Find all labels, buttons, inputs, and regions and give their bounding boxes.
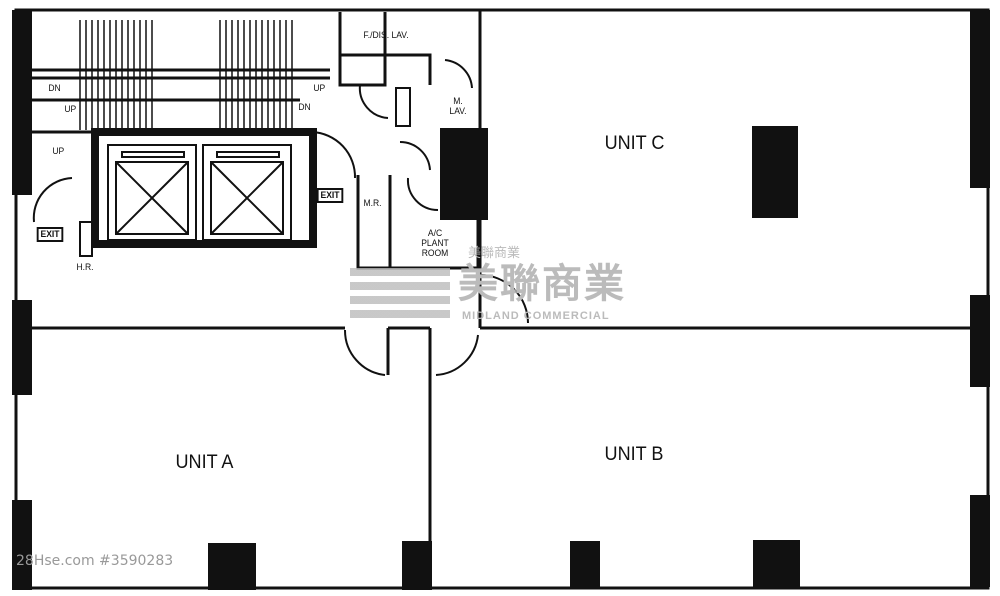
watermark-small: 美聯商業 — [468, 245, 521, 260]
door-swings — [32, 59, 529, 376]
m-lav-label: M. LAV. — [449, 96, 467, 116]
listing-reference: 28Hse.com #3590283 — [16, 553, 174, 569]
exit-sign: EXIT — [36, 227, 64, 242]
hr-label: H.R. — [76, 262, 94, 272]
stair-dn-label: DN — [48, 83, 61, 93]
watermark-logo — [350, 268, 450, 324]
stair-dn-label: DN — [298, 102, 311, 112]
stair-up-label: UP — [313, 83, 326, 93]
exit-sign: EXIT — [316, 188, 344, 203]
lifts — [79, 87, 411, 257]
fdis-lav-label: F./DIS. LAV. — [363, 30, 409, 40]
stair-up-label: UP — [52, 146, 65, 156]
stair-up-label: UP — [64, 104, 77, 114]
watermark-cn: 美聯商業 — [458, 262, 626, 306]
columns — [12, 10, 990, 590]
watermark-en: MIDLAND COMMERCIAL — [462, 310, 610, 322]
unit-c-label: UNIT C — [604, 133, 665, 154]
unit-a-label: UNIT A — [175, 452, 234, 473]
stair-treads — [79, 20, 293, 130]
ac-plant-room-label: A/C PLANT ROOM — [421, 228, 449, 258]
unit-b-label: UNIT B — [604, 444, 664, 465]
mr-label: M.R. — [363, 198, 382, 208]
